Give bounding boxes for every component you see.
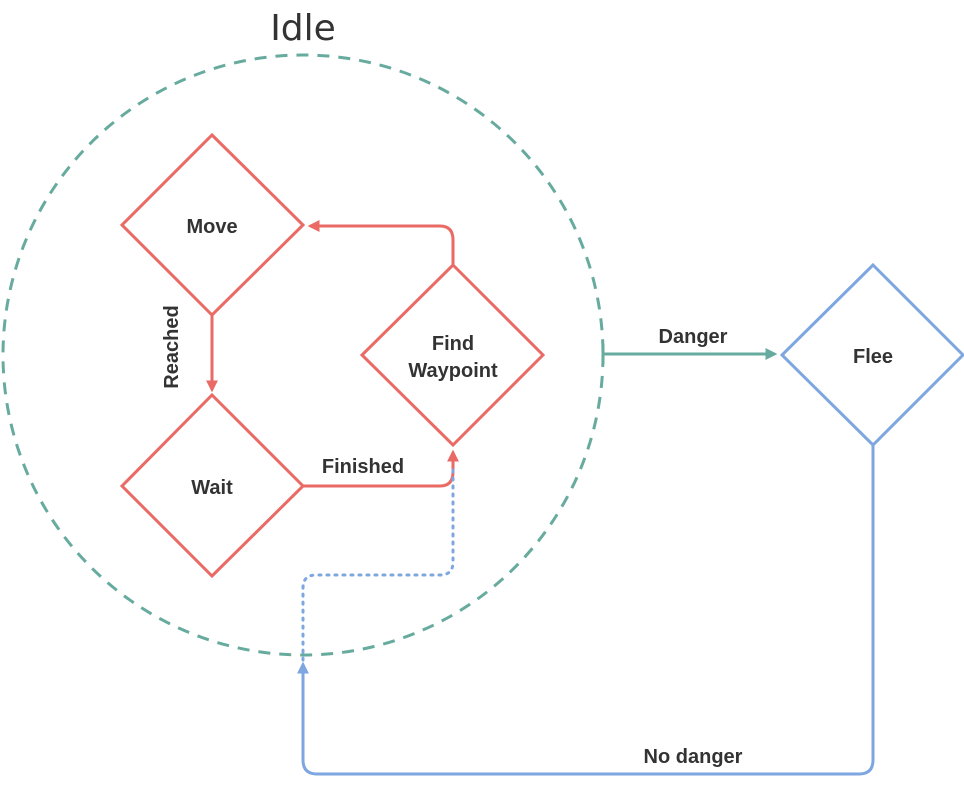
idle-group-title: Idle [270,8,336,49]
state-flee-label: Flee [853,346,893,368]
state-find-waypoint-label-line2: Waypoint [408,360,498,382]
state-flee-shape [779,262,964,448]
state-wait-label: Wait [191,477,233,499]
transition-reached-label: Reached [161,305,183,388]
state-find-waypoint: Find Waypoint [359,262,546,448]
transition-danger-label: Danger [659,326,728,348]
state-move-label: Move [186,216,237,238]
transition-waypoint-to-move-arrow [307,220,455,265]
transition-finished-label: Finished [322,456,404,478]
idle-entry-dotted-link [301,468,455,662]
state-move: Move [119,132,306,318]
state-move-shape [119,132,306,318]
state-flee: Flee [779,262,964,448]
state-wait-shape [119,392,306,579]
transition-no-danger-label: No danger [644,746,743,768]
state-find-waypoint-label-line1: Find [432,333,474,355]
state-find-waypoint-shape [359,262,546,448]
state-wait: Wait [119,392,306,579]
transition-no-danger-arrow [297,445,875,776]
